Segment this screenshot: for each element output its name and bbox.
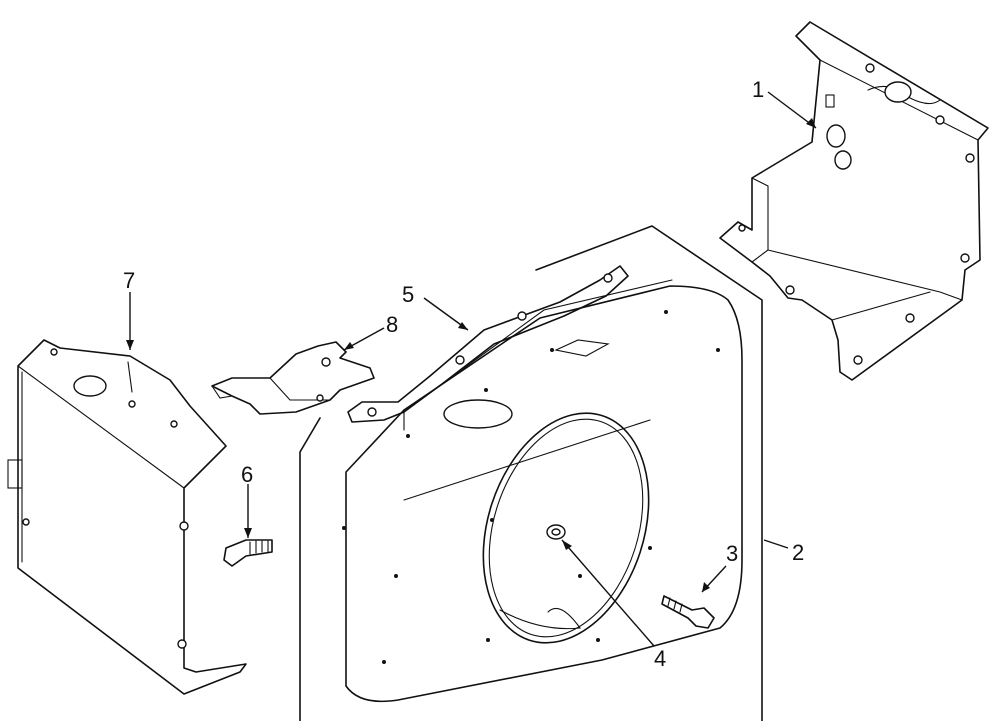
callout-3: 3 bbox=[726, 541, 738, 566]
callout-5: 5 bbox=[402, 282, 414, 307]
arrowhead-8 bbox=[344, 342, 354, 350]
leader-2 bbox=[763, 539, 789, 549]
arrowhead-5 bbox=[458, 322, 468, 330]
part-1-bracket-cover bbox=[719, 21, 989, 381]
part-4-washer bbox=[546, 524, 566, 540]
part-3-bolt bbox=[661, 595, 715, 629]
arrowhead-1 bbox=[806, 118, 816, 128]
leader-4 bbox=[561, 539, 655, 647]
arrowhead-6 bbox=[244, 528, 252, 538]
arrowhead-4 bbox=[562, 540, 572, 550]
part-2-housing bbox=[299, 225, 763, 721]
arrowhead-3 bbox=[702, 582, 710, 592]
part-5-strap bbox=[347, 265, 629, 423]
part-7-left-cover bbox=[7, 339, 247, 695]
callout-4: 4 bbox=[654, 646, 666, 671]
callout-1: 1 bbox=[752, 77, 764, 102]
callout-6: 6 bbox=[241, 462, 253, 487]
callout-2: 2 bbox=[792, 540, 804, 565]
part-8-plate bbox=[211, 341, 375, 415]
callout-8: 8 bbox=[386, 312, 398, 337]
leader-lines bbox=[126, 91, 817, 647]
callout-7: 7 bbox=[123, 268, 135, 293]
part-6-bolt bbox=[223, 539, 273, 567]
arrowhead-7 bbox=[126, 340, 134, 350]
